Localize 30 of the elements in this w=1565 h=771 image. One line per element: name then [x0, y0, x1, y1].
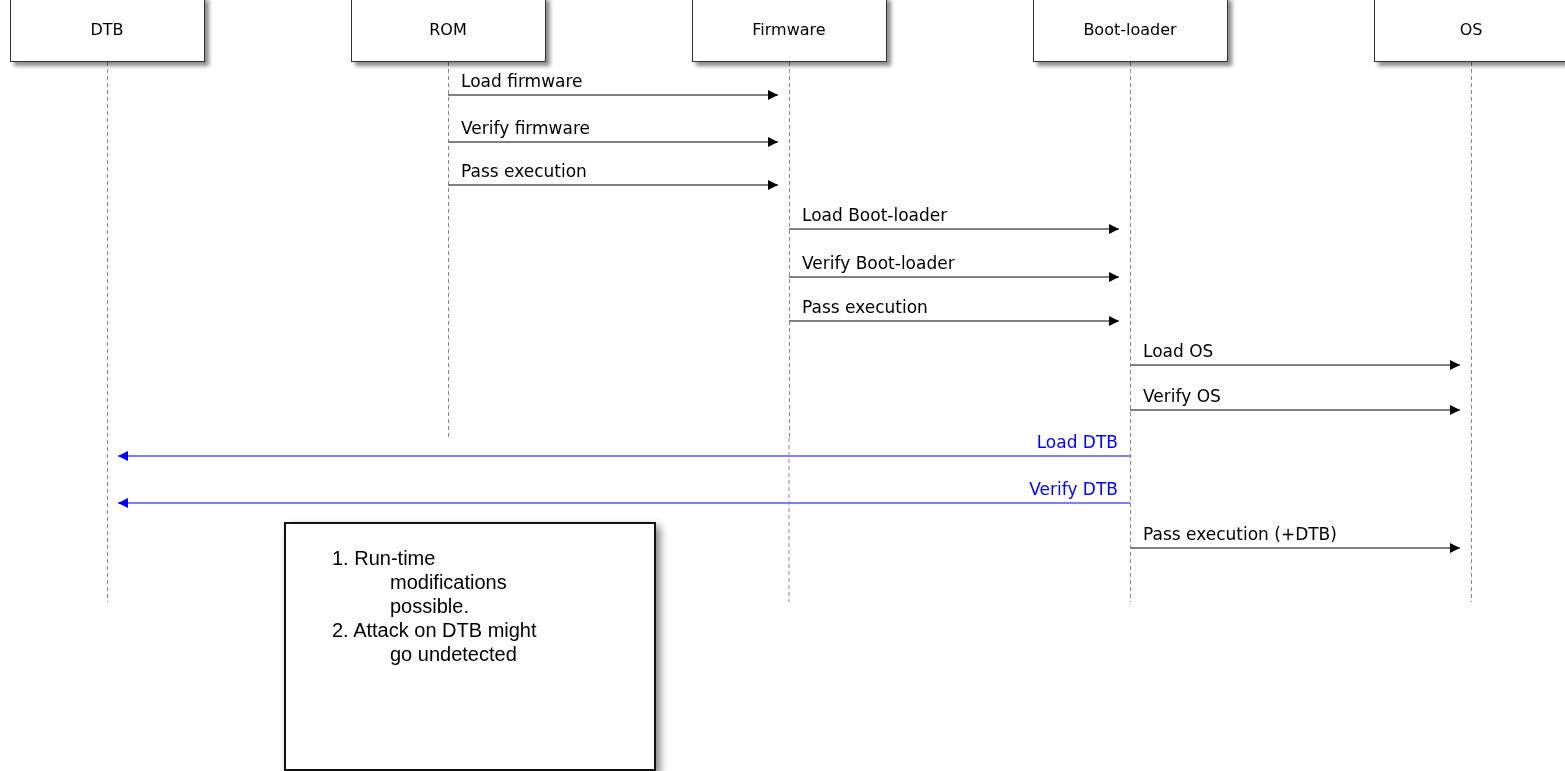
- list-item: 2. Attack on DTB might go undetected: [332, 618, 538, 666]
- edge-label: Load DTB: [1036, 432, 1118, 452]
- edge-label: Pass execution: [461, 161, 587, 181]
- edge-label: Load OS: [1143, 341, 1214, 361]
- edge-label: Pass execution (+DTB): [1143, 524, 1337, 544]
- arrow: [788, 272, 1120, 282]
- note-box: [284, 522, 656, 771]
- edge-label: Verify firmware: [461, 118, 590, 138]
- edge-label: Verify DTB: [1029, 479, 1118, 499]
- arrow: [1129, 543, 1461, 553]
- arrow: [117, 498, 1131, 508]
- participant-name: Firmware: [752, 19, 826, 39]
- participant-name: ROM: [429, 19, 467, 39]
- arrow: [447, 137, 779, 147]
- arrow: [1129, 405, 1461, 415]
- arrow: [117, 451, 1131, 461]
- edge-label: Load Boot-loader: [802, 205, 948, 225]
- arrow: [1129, 360, 1461, 370]
- arrow: [447, 90, 779, 100]
- arrow: [788, 224, 1120, 234]
- participant-name: OS: [1459, 19, 1483, 39]
- participant-name: Boot-loader: [1083, 19, 1177, 39]
- arrow: [788, 316, 1120, 326]
- edge-label: Pass execution: [802, 297, 928, 317]
- participant-name: DTB: [90, 19, 124, 39]
- edge-label: Load firmware: [461, 71, 583, 91]
- list-item: 1. Run-time modifications possible.: [332, 546, 508, 618]
- arrow: [447, 180, 779, 190]
- edge-label: Verify OS: [1143, 386, 1221, 406]
- edge-label: Verify Boot-loader: [802, 253, 955, 273]
